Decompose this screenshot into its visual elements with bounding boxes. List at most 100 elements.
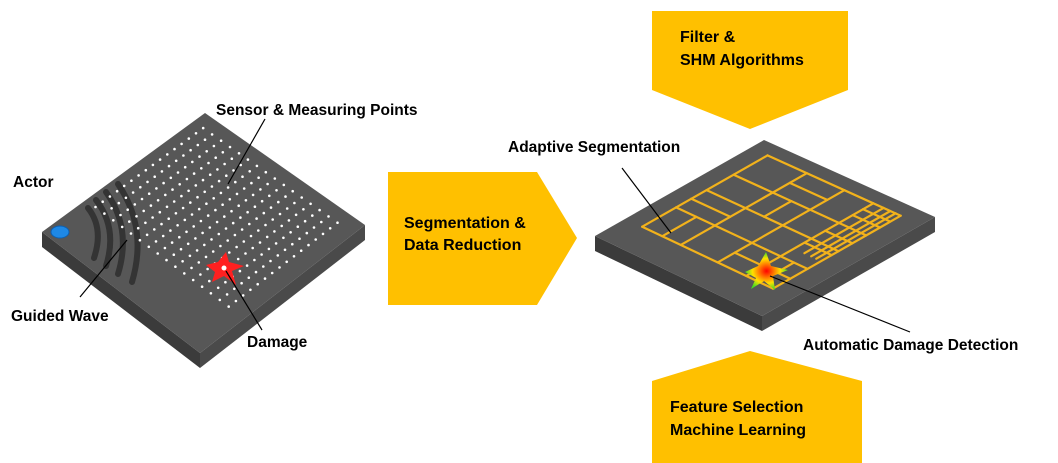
sensor-point [271, 218, 275, 221]
actor-label: Actor [13, 174, 53, 191]
sensor-point [312, 226, 316, 229]
sensor-point [169, 176, 173, 180]
sensor-point [176, 171, 180, 174]
sensor-point [328, 227, 332, 230]
sensor-point [224, 280, 227, 284]
sensor-point [138, 238, 142, 242]
sensor-point [180, 194, 183, 198]
sensor-point [302, 208, 305, 211]
segment-line [690, 197, 732, 218]
sensor-point [201, 231, 204, 235]
feature-block [652, 351, 862, 463]
sensor-point [187, 189, 190, 193]
sensor-point [278, 266, 281, 269]
sensor-point [254, 270, 258, 274]
sensor-point [174, 265, 177, 269]
sensor-point [260, 253, 263, 256]
sensor-point [94, 205, 97, 209]
sensor-point [130, 179, 133, 182]
sensor-point [140, 197, 144, 201]
sensor-point [283, 248, 287, 252]
sensor-point [248, 222, 251, 226]
filter-label-line1: Filter & [680, 29, 736, 46]
sensor-point [112, 219, 115, 222]
sensor-point [171, 188, 174, 191]
sensor-point [151, 163, 155, 167]
sensor-point [129, 232, 133, 235]
guided-wave-ripples [85, 181, 141, 285]
sensor-point [266, 182, 269, 186]
sensor-point [183, 272, 186, 275]
sensor-point [205, 202, 208, 205]
sensor-point [240, 281, 243, 285]
filter-label-line2: SHM Algorithms [680, 52, 804, 69]
sensor-point [154, 240, 158, 243]
sensor-point [214, 156, 217, 159]
sensor-point [200, 285, 204, 289]
segment-line [803, 241, 833, 257]
sensor-point [230, 209, 233, 213]
left-plate-side-front [42, 232, 200, 368]
sensor-point [303, 219, 307, 223]
sensor-point [262, 265, 265, 268]
sensor-point [307, 243, 310, 247]
sensor-point [180, 142, 183, 146]
sensor-point [124, 196, 128, 200]
segment-line [716, 189, 846, 264]
sensor-point [101, 200, 104, 203]
segmentation-label-line2: Data Reduction [404, 237, 521, 254]
right-plate-side-right [762, 217, 935, 331]
segment-line [674, 206, 809, 270]
sensor-point [203, 138, 207, 141]
sensor-point [257, 229, 260, 232]
segment-line [661, 215, 698, 238]
sensor-points-label: Sensor & Measuring Points [216, 102, 418, 119]
sensor-point [278, 212, 282, 216]
sensor-point [219, 244, 222, 248]
sensor-point [292, 254, 296, 258]
sensor-point [260, 199, 264, 203]
sensor-point [226, 186, 230, 189]
sensor-point [194, 237, 197, 240]
sensor-point [234, 299, 238, 303]
sensor-point [287, 219, 291, 222]
segment-line [815, 212, 897, 260]
sensor-point [147, 192, 151, 195]
sensor-point [173, 147, 176, 151]
sensor-point [182, 154, 185, 157]
sensor-point [255, 217, 258, 220]
sensor-point [206, 267, 209, 271]
sensor-point [285, 207, 289, 210]
sensor-point [274, 242, 278, 245]
sensor-point [305, 231, 309, 235]
sensor-point [191, 278, 195, 282]
sensor-point [223, 162, 226, 166]
sensor-point [285, 260, 289, 264]
damage-hotspot-icon [745, 252, 788, 290]
sensor-point [223, 215, 226, 218]
sensor-point [293, 201, 296, 205]
sensor-point [268, 194, 271, 198]
sensor-point [119, 213, 122, 217]
sensor-point [216, 168, 219, 171]
adaptive-segmentation-label: Adaptive Segmentation [508, 139, 680, 156]
sensor-point [115, 189, 119, 193]
sensor-point [237, 204, 240, 207]
sensor-point [276, 254, 280, 257]
sensor-point [244, 252, 247, 255]
sensor-point [179, 247, 183, 251]
segment-line [851, 214, 882, 229]
sensor-point [183, 165, 187, 169]
sensor-point [194, 184, 198, 187]
sensor-point [311, 214, 314, 217]
sensor-point [263, 277, 267, 280]
sensor-point [181, 206, 185, 210]
automatic-damage-detection-label: Automatic Damage Detection [803, 337, 1018, 354]
sensor-point [208, 279, 211, 283]
sensor-point [208, 173, 212, 176]
sensor-point [165, 205, 169, 209]
sensor-point [178, 235, 181, 239]
sensor-measuring-points [94, 126, 339, 308]
sensor-point [201, 126, 205, 130]
sensor-point [169, 229, 172, 232]
